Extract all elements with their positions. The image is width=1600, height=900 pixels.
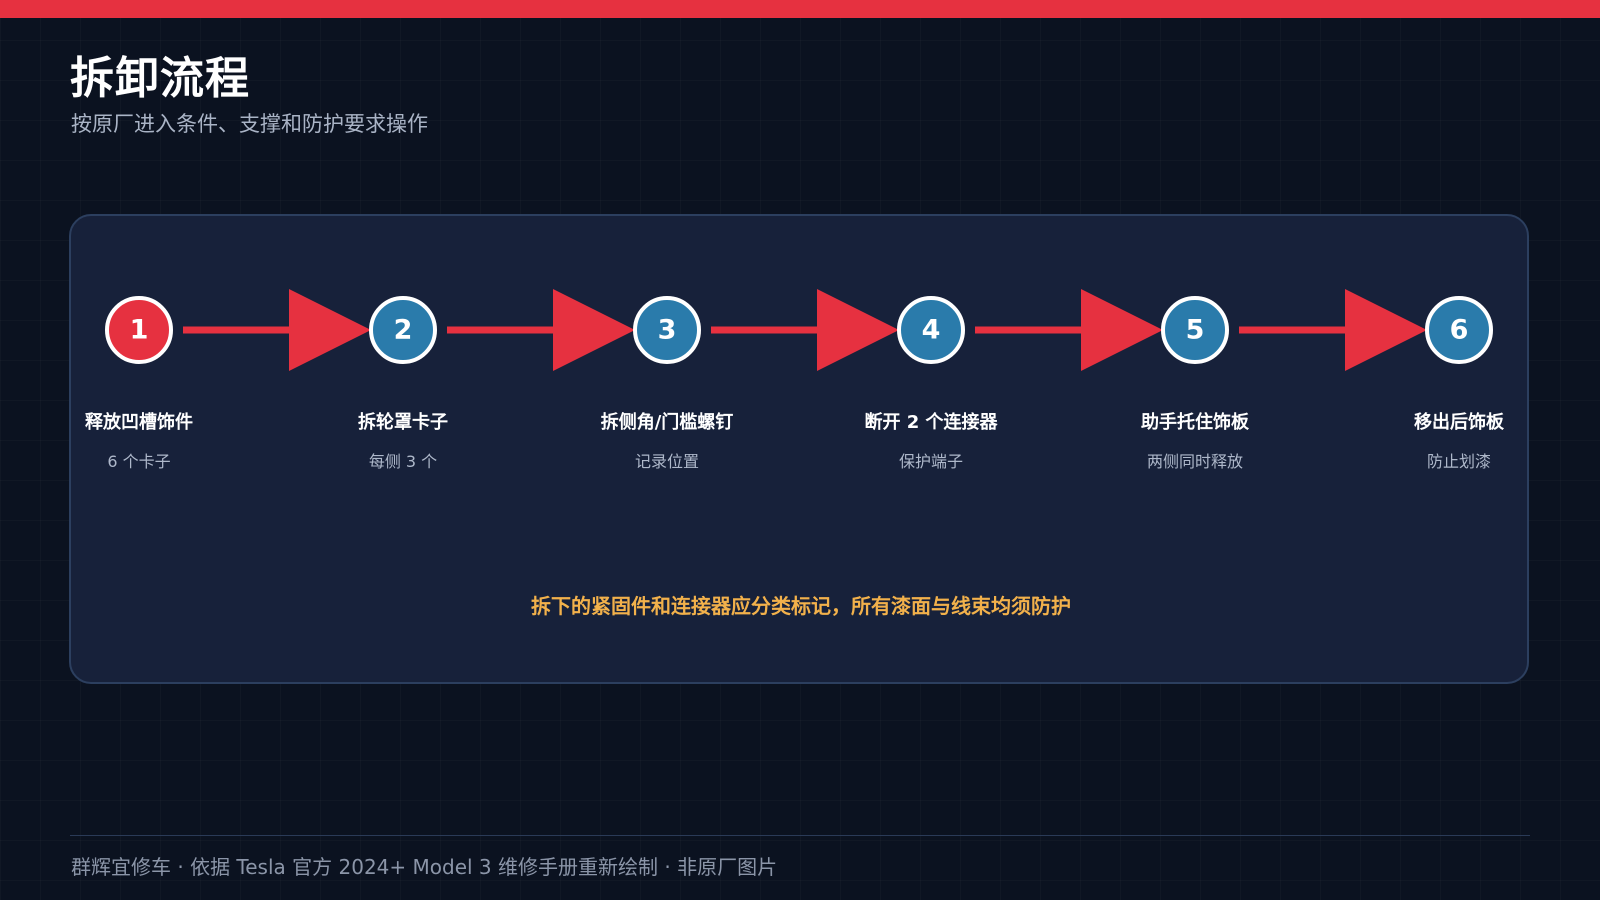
process-note: 拆下的紧固件和连接器应分类标记，所有漆面与线束均须防护: [531, 594, 1071, 618]
step-2-circle: [369, 296, 437, 364]
step-1-circle: [105, 296, 173, 364]
top-accent-bar: [0, 0, 1600, 18]
step-5-label: 助手托住饰板: [1141, 412, 1249, 433]
step-4-label: 断开 2 个连接器: [864, 412, 998, 433]
step-2-label: 拆轮罩卡子: [358, 412, 448, 433]
step-6-number: 6: [1450, 315, 1469, 346]
step-5-circle: [1161, 296, 1229, 364]
connector-arrowhead-1-2: [289, 289, 371, 371]
step-5-detail: 两侧同时释放: [1146, 452, 1243, 471]
connector-arrowhead-5-6: [1345, 289, 1427, 371]
step-3-label: 拆侧角/门槛螺钉: [600, 412, 734, 433]
footer-divider: [70, 835, 1530, 836]
step-4-detail: 保护端子: [898, 452, 963, 471]
process-flow-diagram: 1 2 3 4 5 6: [105, 289, 1493, 371]
connector-arrowhead-3-4: [817, 289, 899, 371]
step-6-detail: 防止划漆: [1426, 452, 1491, 471]
step-1-label: 释放凹槽饰件: [85, 412, 193, 433]
step-3-circle: [633, 296, 701, 364]
step-5-number: 5: [1186, 315, 1205, 346]
connector-arrowhead-4-5: [1081, 289, 1163, 371]
step-1-number: 1: [130, 315, 149, 346]
process-flow-panel: 1 2 3 4 5 6 释放凹槽饰件 6 个卡子 拆轮罩卡子每侧 3 个 拆侧角/门槛螺钉记录位…: [69, 214, 1529, 684]
step-3-number: 3: [658, 315, 677, 346]
step-3-detail: 记录位置: [634, 452, 699, 471]
step-6-circle: [1425, 296, 1493, 364]
connector-arrowhead-2-3: [553, 289, 635, 371]
step-2-detail: 每侧 3 个: [368, 452, 438, 471]
footer-credit: 群辉宜修车 · 依据 Tesla 官方 2024+ Model 3 维修手册重新…: [71, 855, 778, 879]
step-6-label: 移出后饰板: [1414, 412, 1504, 433]
step-4-circle: [897, 296, 965, 364]
page-subtitle: 按原厂进入条件、支撑和防护要求操作: [71, 112, 428, 136]
step-2-number: 2: [394, 315, 413, 346]
step-4-number: 4: [922, 315, 941, 346]
step-1-detail: 6 个卡子: [107, 452, 171, 471]
page-title: 拆卸流程: [70, 53, 250, 104]
